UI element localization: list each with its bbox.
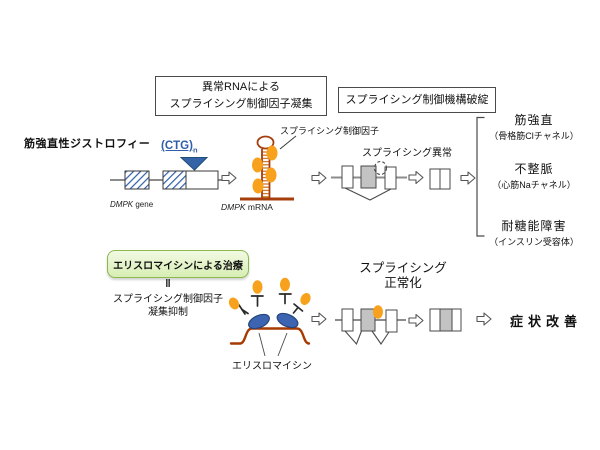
abnormal-rna-box: 異常RNAによる スプライシング制御因子凝集 — [155, 76, 327, 116]
outcome-detail: （心筋Naチャネル） — [492, 180, 576, 190]
splicing-disruption-label: スプライシング制御機構破綻 — [345, 93, 489, 106]
erythromycin-treatment-box: エリスロマイシンによる治療 — [107, 250, 249, 278]
outcome-name: 不整脈 — [514, 162, 554, 176]
arrow-right-icon — [408, 170, 424, 185]
arrow-right-icon — [476, 312, 492, 326]
abnormal-rna-line2: スプライシング制御因子凝集 — [169, 98, 313, 110]
splicing-factor-icon — [228, 297, 240, 310]
splicing-factor-label: スプライシング制御因子 — [280, 126, 380, 136]
outcome-glucose-intolerance: 耐糖能障害 （インスリン受容体） — [484, 217, 584, 248]
splicing-disruption-box: スプライシング制御機構破綻 — [338, 87, 496, 113]
erythromycin-icon — [276, 312, 299, 329]
mechanism-line1: スプライシング制御因子 — [113, 294, 223, 305]
dmpk-gene-label: DMPK gene — [110, 200, 154, 209]
ctg-repeat-triangle-icon — [179, 157, 209, 171]
outcome-arrhythmia: 不整脈 （心筋Naチャネル） — [484, 160, 584, 191]
rna-curve — [229, 327, 311, 345]
factor-pointer-line — [279, 135, 297, 150]
arrow-right-icon — [460, 171, 476, 185]
dmpk-mrna-label: DMPK mRNA — [221, 202, 273, 212]
normalization-label: スプライシング 正常化 — [359, 261, 447, 290]
splicing-factor-icon — [265, 167, 277, 183]
splicing-factor-icon — [300, 293, 311, 305]
splicing-factor-icon — [252, 280, 263, 294]
abnormal-splicing-diagram — [331, 160, 451, 201]
dmpk-mrna-hairpin-diagram — [240, 135, 297, 201]
equals-mark: ‖ — [165, 278, 171, 290]
mechanism-line2: 凝集抑制 — [148, 307, 188, 318]
arrow-right-icon — [311, 312, 327, 326]
symptom-improvement-label: 症状改善 — [510, 314, 583, 329]
treatment-box-label: エリスロマイシンによる治療 — [113, 260, 243, 272]
arrow-right-icon — [311, 171, 327, 185]
outcome-detail: （骨格筋Clチャネル） — [489, 131, 579, 141]
splicing-abnormal-label: スプライシング異常 — [362, 148, 452, 159]
hairpin-loop-icon — [256, 135, 275, 150]
erythromycin-icon — [248, 313, 270, 330]
splicing-factor-icon — [266, 145, 278, 161]
missing-factor-dashed-icon — [373, 160, 388, 176]
disease-title: 筋強直性ジストロフィー — [24, 138, 151, 150]
erythromycin-label: エリスロマイシン — [232, 361, 312, 372]
outcome-name: 筋強直 — [514, 113, 554, 127]
dmpk-gene-diagram — [110, 157, 222, 190]
splicing-factor-icon — [252, 157, 263, 173]
splicing-factor-icon — [252, 178, 264, 194]
normal-splicing-diagram — [335, 305, 462, 346]
splicing-factor-icon — [280, 277, 290, 292]
outcomes-bracket — [476, 116, 485, 237]
inhibition-t-bars — [238, 293, 304, 315]
ctg-repeat-label: (CTG)n — [161, 140, 198, 155]
arrow-right-icon — [408, 313, 424, 328]
outcome-name: 耐糖能障害 — [501, 219, 567, 233]
abnormal-rna-line1: 異常RNAによる — [202, 81, 280, 93]
outcome-detail: （インスリン受容体） — [489, 237, 579, 247]
erythromycin-blocking-diagram — [228, 277, 311, 357]
arrow-right-icon — [221, 171, 237, 185]
outcome-myotonia: 筋強直 （骨格筋Clチャネル） — [484, 111, 584, 142]
splicing-factor-icon — [373, 305, 383, 319]
